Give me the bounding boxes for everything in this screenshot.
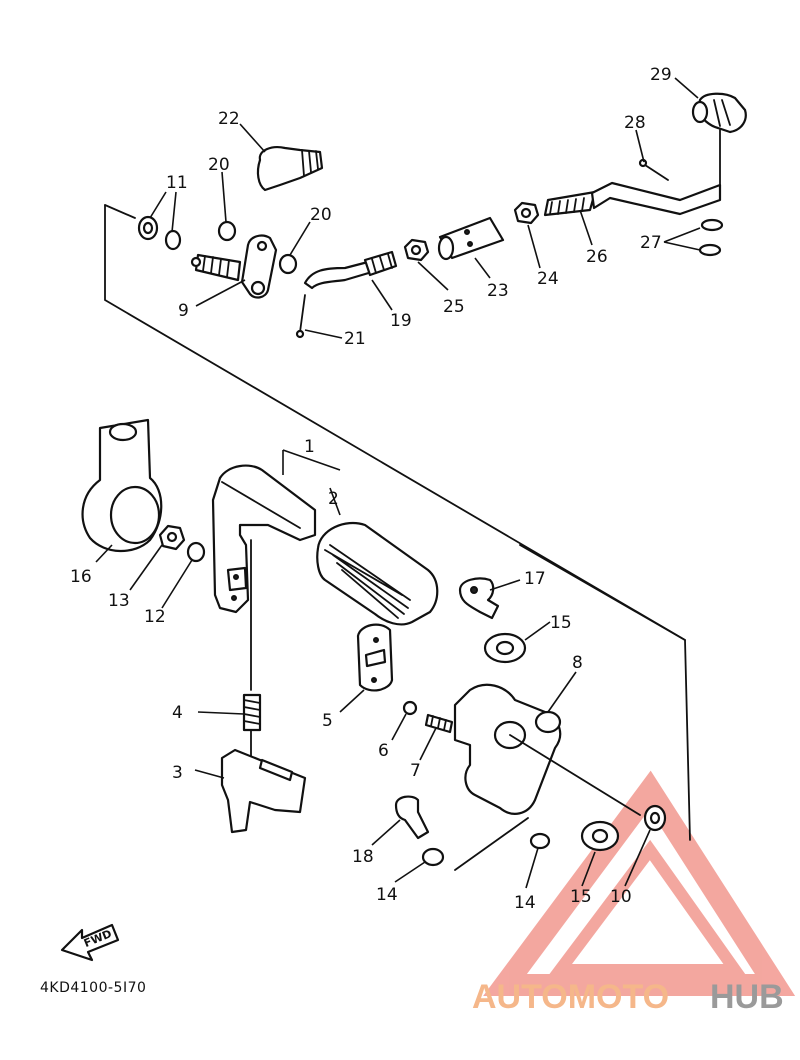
callout-labels: 29 28 22 20 11 20 27 26 24 23 25 19 21 9… (70, 65, 672, 913)
part-28-pin (638, 158, 669, 181)
part-12-washer (186, 541, 206, 563)
part-9-lever (190, 234, 278, 299)
part-16-clamp (81, 418, 163, 553)
part-1-lever-housing (211, 464, 317, 614)
callout-3: 3 (172, 763, 183, 783)
callout-27: 27 (640, 233, 662, 253)
fwd-arrow-icon: FWD (60, 923, 120, 962)
callout-29: 29 (650, 65, 672, 85)
part-18-bolt (394, 795, 430, 840)
callout-1: 1 (304, 437, 315, 457)
callout-26: 26 (586, 247, 608, 267)
callout-13: 13 (108, 591, 130, 611)
part-24-nut (513, 201, 540, 225)
part-15-washer-bottom (580, 820, 620, 852)
svg-text:HUB: HUB (710, 978, 784, 1016)
part-21-pin (295, 294, 306, 339)
washers-11 (137, 215, 182, 251)
part-17-bolt (458, 577, 500, 620)
part-25-nut (403, 238, 430, 262)
watermark-text: AUTOMOTO HUB (472, 978, 784, 1016)
callout-12: 12 (144, 607, 166, 627)
callout-14-a: 14 (376, 885, 398, 905)
callout-9: 9 (178, 301, 189, 321)
callout-20-a: 20 (208, 155, 230, 175)
part-14-washers (421, 817, 551, 871)
part-26-cable (543, 129, 722, 217)
part-8-bracket (453, 683, 641, 816)
callout-23: 23 (487, 281, 509, 301)
callout-22: 22 (218, 109, 240, 129)
washers-20 (217, 220, 298, 275)
callout-2: 2 (328, 489, 339, 509)
callout-16: 16 (70, 567, 92, 587)
callout-8: 8 (572, 653, 583, 673)
callout-7: 7 (410, 761, 421, 781)
part-22-cap (256, 146, 324, 192)
callout-21: 21 (344, 329, 366, 349)
part-13-nut (158, 524, 186, 551)
callout-14-b: 14 (514, 893, 536, 913)
callout-20-b: 20 (310, 205, 332, 225)
part-2-grip (316, 521, 439, 626)
callout-17: 17 (524, 569, 546, 589)
callout-5: 5 (322, 711, 333, 731)
part-19-rod (303, 250, 398, 290)
part-15-washer-top (483, 632, 527, 664)
part-10-clip (643, 804, 667, 832)
part-4-spring (242, 539, 262, 761)
callout-19: 19 (390, 311, 412, 331)
part-23-sleeve (437, 216, 505, 261)
part-code: 4KD4100-5I70 (40, 980, 146, 996)
part-3-plunger (220, 748, 307, 834)
leader-lines (95, 77, 701, 889)
callout-10: 10 (610, 887, 632, 907)
callout-4: 4 (172, 703, 183, 723)
callout-24: 24 (537, 269, 559, 289)
callout-6: 6 (378, 741, 389, 761)
callout-25: 25 (443, 297, 465, 317)
callout-18: 18 (352, 847, 374, 867)
part-5-plate (356, 623, 394, 692)
part-6-ball (402, 700, 418, 716)
callout-15-b: 15 (570, 887, 592, 907)
svg-text:AUTOMOTO: AUTOMOTO (472, 978, 669, 1016)
part-7-set-screw (424, 713, 454, 734)
callout-28: 28 (624, 113, 646, 133)
part-27-washers (698, 218, 724, 257)
callout-11: 11 (166, 173, 188, 193)
watermark-logo (483, 770, 796, 996)
part-29-elbow (691, 92, 747, 134)
callout-15-a: 15 (550, 613, 572, 633)
assembly-outline (104, 204, 691, 841)
